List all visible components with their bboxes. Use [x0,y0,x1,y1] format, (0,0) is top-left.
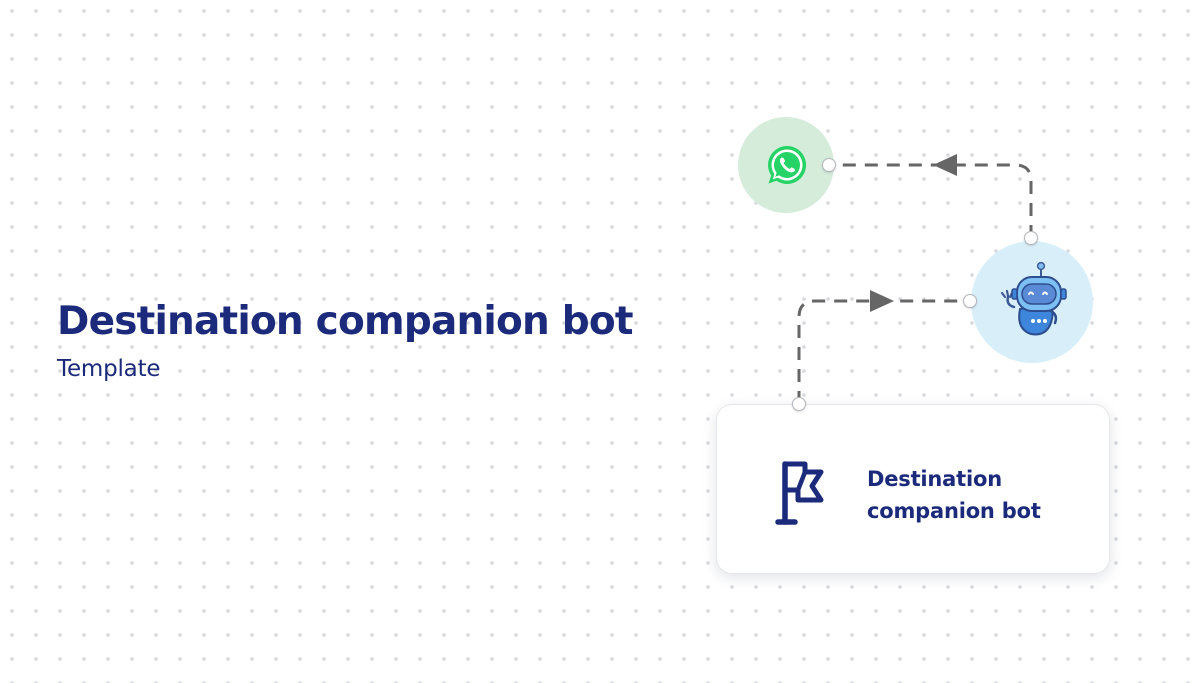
whatsapp-node[interactable] [738,117,834,213]
bot-node-left-port[interactable] [963,294,977,308]
start-node-label: Destination companion bot [867,467,1041,523]
bot-node[interactable] [971,241,1093,363]
flag-icon [775,461,824,525]
connector-bot-to-whatsapp [830,163,1033,238]
start-node-port[interactable] [792,397,806,411]
arrow-head-right-icon [870,290,894,312]
whatsapp-icon [768,145,807,184]
start-node-card[interactable]: Destination companion bot [716,404,1110,574]
page-subtitle: Template [57,356,161,382]
title-block: Destination companion bot Template [57,296,633,384]
page-title: Destination companion bot [57,299,633,344]
whatsapp-node-port[interactable] [822,158,836,172]
robot-icon [1000,261,1067,336]
arrow-head-left-icon [933,154,957,176]
connector-start-to-bot [797,299,970,404]
bot-node-top-port[interactable] [1024,231,1038,245]
